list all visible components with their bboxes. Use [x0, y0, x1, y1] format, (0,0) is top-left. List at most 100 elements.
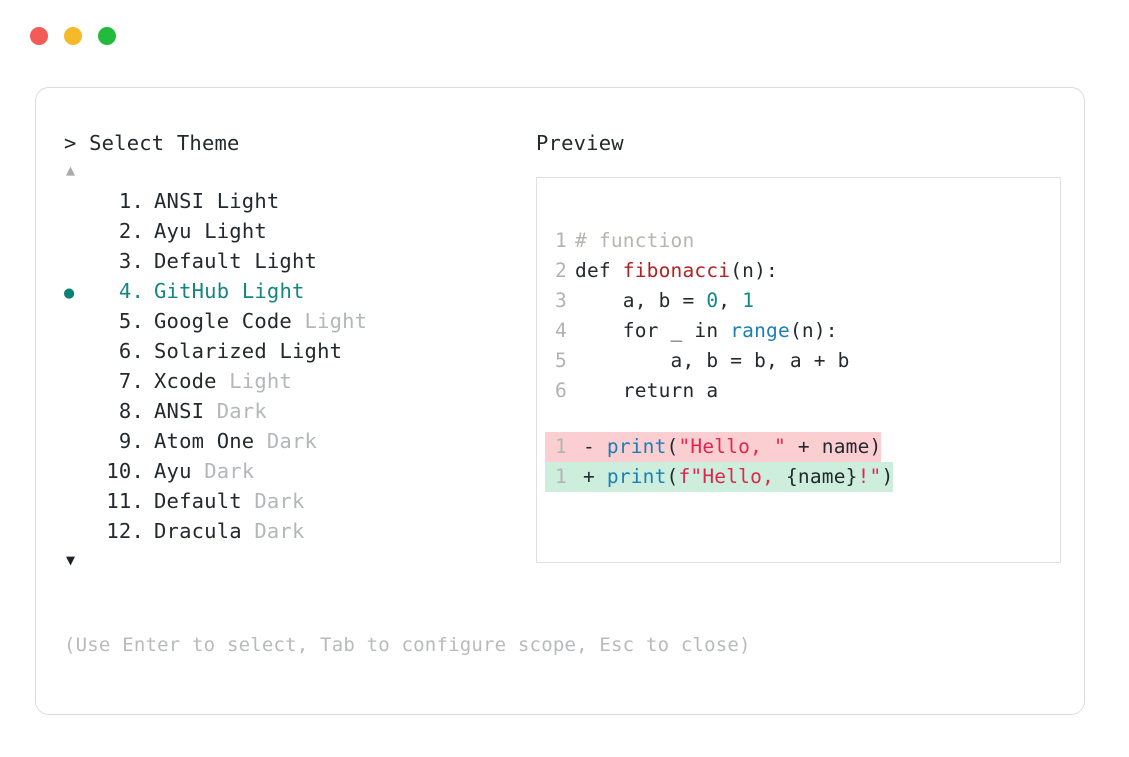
- theme-list-item[interactable]: ●1.ANSI Light: [64, 186, 534, 216]
- diff-removed-line: 1 - print("Hello, " + name): [545, 432, 882, 462]
- code-token: def: [575, 259, 623, 282]
- theme-item-variant: Dark: [204, 459, 255, 483]
- bullet-placeholder: ●: [64, 398, 98, 428]
- code-token: return a: [575, 379, 719, 402]
- code-token: 1: [742, 289, 755, 312]
- line-number: 5: [555, 349, 567, 372]
- theme-item-variant: Dark: [216, 399, 267, 423]
- bullet-placeholder: ●: [64, 218, 98, 248]
- code-token: a, b = b, a + b: [575, 349, 850, 372]
- theme-list-item[interactable]: ● 3. Default Light: [64, 246, 534, 276]
- code-token: for _ in: [575, 319, 731, 342]
- theme-list-item[interactable]: ●6.Solarized Light: [64, 336, 534, 366]
- theme-list-item[interactable]: ●9.Atom One Dark: [64, 426, 534, 456]
- theme-list-item[interactable]: ●5.Google Code Light: [64, 306, 534, 336]
- code-line-content: return a: [567, 376, 718, 406]
- code-token: (: [666, 435, 679, 458]
- theme-item-label: Ayu Light: [144, 216, 267, 246]
- bullet-placeholder: ●: [64, 248, 98, 278]
- window-minimize-icon[interactable]: [64, 27, 82, 45]
- theme-list-item[interactable]: ●4.GitHub Light: [64, 276, 534, 306]
- theme-item-name: Dracula: [154, 519, 242, 543]
- theme-item-label: ANSI Dark: [144, 396, 267, 426]
- window-maximize-icon[interactable]: [98, 27, 116, 45]
- preview-box: 1 # function 2 def fibonacci (n): 3 a, b = 0,…: [536, 177, 1061, 563]
- code-token: f"Hello,: [678, 465, 786, 488]
- code-token: 0: [706, 289, 719, 312]
- window-titlebar: [0, 0, 1129, 72]
- theme-item-name: GitHub: [154, 279, 230, 303]
- bullet-placeholder: ●: [64, 308, 98, 338]
- bullet-placeholder: ●: [64, 488, 98, 518]
- theme-item-label: Atom One Dark: [144, 426, 317, 456]
- theme-item-number: 3.: [118, 249, 144, 273]
- bullet-placeholder: ●: [64, 518, 98, 548]
- code-line: 6 return a: [545, 376, 1054, 406]
- theme-item-number: 2.: [118, 219, 144, 243]
- theme-item-number: 11.: [106, 489, 144, 513]
- code-token: (: [666, 465, 679, 488]
- theme-list-item[interactable]: ● 7.Xcode Light: [64, 366, 534, 396]
- scroll-down-icon[interactable]: ▼: [66, 551, 76, 569]
- theme-item-name: ANSI: [154, 399, 205, 423]
- code-token: fibonacci: [622, 259, 731, 282]
- code-token: # function: [575, 229, 695, 252]
- theme-selector-panel: > Select Theme ▲ ●1.ANSI Light●2.Ayu Lig…: [64, 128, 534, 572]
- theme-item-variant: Dark: [254, 489, 305, 513]
- theme-item-variant: Light: [241, 279, 305, 303]
- bullet-placeholder: ●: [64, 368, 98, 398]
- theme-item-name: Default: [154, 489, 242, 513]
- theme-item-label: Solarized Light: [144, 336, 342, 366]
- theme-item-variant: Light: [216, 189, 280, 213]
- theme-list[interactable]: ●1.ANSI Light●2.Ayu Light●3.Default Ligh…: [64, 186, 534, 546]
- line-number: 2: [555, 259, 567, 282]
- code-line-content: for _ in range(n):: [567, 316, 838, 346]
- theme-list-item[interactable]: ●8.ANSI Dark: [64, 396, 534, 426]
- scroll-up-icon[interactable]: ▲: [66, 161, 76, 179]
- keyboard-hint: (Use Enter to select, Tab to configure s…: [64, 634, 751, 656]
- selected-bullet-icon: ●: [64, 283, 75, 303]
- code-line: 4 for _ in range(n):: [545, 316, 1054, 346]
- diff-added-line: 1 + print(f"Hello, {name}!"): [545, 462, 894, 492]
- diff-line-content: print("Hello, " + name): [607, 432, 882, 462]
- theme-item-label: Default Dark: [144, 486, 305, 516]
- theme-item-label: Xcode Light: [144, 366, 292, 396]
- diff-line-content: print(f"Hello, {name}!"): [607, 462, 894, 492]
- theme-item-name: Ayu: [154, 459, 192, 483]
- theme-item-variant: Light: [204, 219, 267, 243]
- line-number: 3: [555, 289, 567, 312]
- code-token: (n):: [789, 319, 838, 342]
- theme-item-variant: Light: [229, 369, 292, 393]
- theme-item-variant: Light: [279, 339, 343, 363]
- window-close-icon[interactable]: [30, 27, 48, 45]
- code-token: "Hello, ": [678, 435, 786, 458]
- code-token: print: [606, 465, 667, 488]
- theme-item-label: Google Code Light: [144, 306, 367, 336]
- traffic-light-dots: [30, 27, 116, 45]
- theme-item-label: GitHub Light: [144, 276, 305, 306]
- theme-list-item[interactable]: ●11.Default Dark: [64, 486, 534, 516]
- theme-item-variant: Light: [254, 249, 318, 273]
- theme-item-label: Dracula Dark: [144, 516, 305, 546]
- theme-list-item[interactable]: ●10.Ayu Dark: [64, 456, 534, 486]
- diff-sign: -: [571, 435, 607, 458]
- theme-list-item[interactable]: ●2.Ayu Light: [64, 216, 534, 246]
- theme-item-name: Default: [154, 249, 242, 273]
- theme-selector-card: > Select Theme ▲ ●1.ANSI Light●2.Ayu Lig…: [35, 87, 1085, 715]
- theme-item-name: Ayu: [154, 219, 192, 243]
- code-preview: 1 # function 2 def fibonacci (n): 3 a, b = 0,…: [545, 226, 1054, 492]
- line-number: 4: [555, 319, 567, 342]
- theme-item-number: 7.: [118, 369, 144, 393]
- code-token: a, b =: [575, 289, 707, 312]
- theme-item-number: 10.: [106, 459, 144, 483]
- theme-item-name: Solarized: [154, 339, 267, 363]
- code-token: ): [881, 465, 894, 488]
- theme-list-item[interactable]: ●12.Dracula Dark: [64, 516, 534, 546]
- theme-item-number: 6.: [118, 339, 144, 363]
- line-number: 1: [555, 465, 567, 488]
- bullet-placeholder: ●: [64, 338, 98, 368]
- theme-item-number: 4.: [118, 279, 144, 303]
- code-line: 3 a, b = 0, 1: [545, 286, 1054, 316]
